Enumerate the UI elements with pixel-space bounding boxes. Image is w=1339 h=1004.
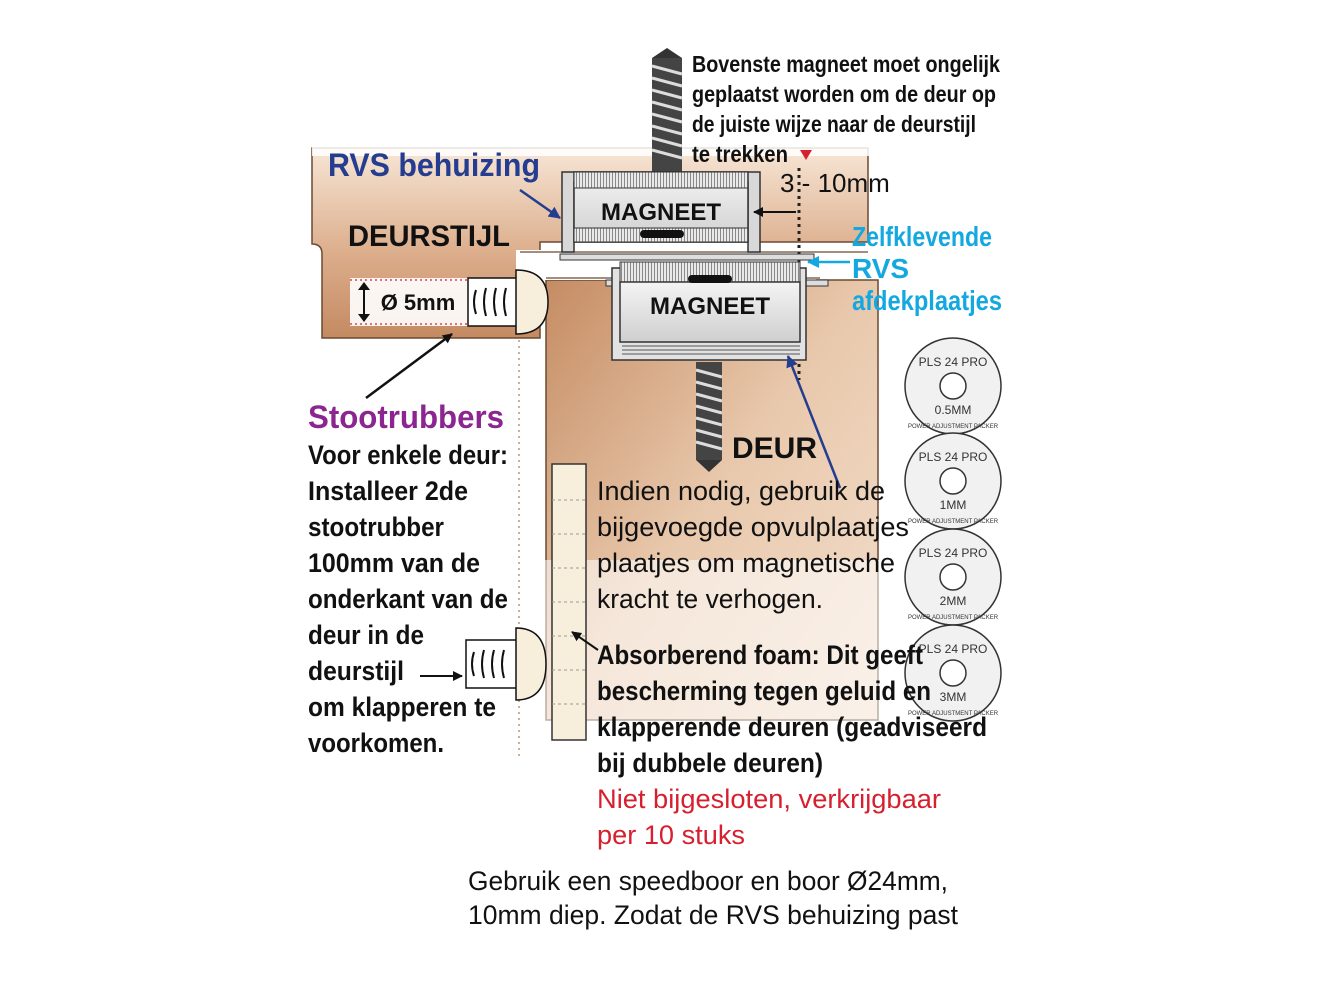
shim-3mm: PLS 24 PRO 3MM POWER ADJUSTMENT PACKER: [904, 624, 1002, 722]
magnet-bottom-label: MAGNEET: [650, 293, 770, 320]
svg-text:Niet bijgesloten, verkrijgbaar: Niet bijgesloten, verkrijgbaar: [597, 784, 941, 814]
svg-text:POWER ADJUSTMENT PACKER: POWER ADJUSTMENT PACKER: [908, 615, 999, 621]
svg-text:bescherming tegen geluid en: bescherming tegen geluid en: [597, 676, 931, 706]
svg-text:kracht te verhogen.: kracht te verhogen.: [597, 584, 823, 614]
rvs-housing-arrow: [519, 188, 561, 220]
shims-text: Indien nodig, gebruik de bijgevoegde opv…: [597, 476, 909, 614]
svg-text:PLS 24 PRO: PLS 24 PRO: [919, 546, 988, 560]
svg-text:2MM: 2MM: [940, 594, 967, 608]
cover-plates-label: Zelfklevende RVS afdekplaatjes: [852, 221, 1002, 316]
svg-text:Absorberend foam: Dit geeft: Absorberend foam: Dit geeft: [597, 640, 923, 670]
svg-text:3MM: 3MM: [940, 690, 967, 704]
foam-text: Absorberend foam: Dit geeft bescherming …: [597, 640, 987, 778]
absorbing-foam: [551, 463, 587, 741]
svg-text:Bovenste magneet moet ongelijk: Bovenste magneet moet ongelijk: [692, 51, 1000, 77]
svg-text:Voor enkele deur:: Voor enkele deur:: [308, 440, 508, 470]
svg-text:deur in de: deur in de: [308, 620, 424, 650]
svg-text:klapperende deuren (geadviseer: klapperende deuren (geadviseerd: [597, 712, 987, 742]
svg-text:1MM: 1MM: [940, 498, 967, 512]
diameter-label: Ø 5mm: [381, 290, 456, 315]
svg-text:geplaatst worden om de deur op: geplaatst worden om de deur op: [692, 81, 996, 107]
shims-arrow: [786, 355, 842, 489]
svg-text:onderkant van de: onderkant van de: [308, 584, 508, 614]
svg-text:de juiste wijze naar de deurst: de juiste wijze naar de deurstijl: [692, 111, 976, 137]
rvs-housing-label: RVS behuizing: [328, 147, 540, 183]
shim-stack: PLS 24 PRO 0.5MM POWER ADJUSTMENT PACKER…: [904, 337, 1002, 722]
svg-text:Installeer 2de: Installeer 2de: [308, 476, 468, 506]
red-marker: [800, 150, 812, 160]
bumpers-title: Stootrubbers: [308, 399, 504, 435]
frame-top-fade: [312, 140, 872, 156]
svg-text:PLS 24 PRO: PLS 24 PRO: [919, 642, 988, 656]
foam-note: Niet bijgesloten, verkrijgbaar per 10 st…: [597, 784, 941, 850]
svg-text:deurstijl: deurstijl: [308, 656, 404, 686]
bumpers-text: Voor enkele deur: Installeer 2de stootru…: [308, 440, 508, 758]
door-label: DEUR: [732, 432, 817, 465]
svg-text:voorkomen.: voorkomen.: [308, 728, 444, 758]
bottom-screw: [695, 362, 723, 472]
svg-text:POWER ADJUSTMENT PACKER: POWER ADJUSTMENT PACKER: [908, 711, 999, 717]
svg-text:POWER ADJUSTMENT PACKER: POWER ADJUSTMENT PACKER: [908, 424, 999, 430]
svg-text:om klapperen te: om klapperen te: [308, 692, 496, 722]
door-bottom-fade: [540, 560, 885, 730]
svg-text:stootrubber: stootrubber: [308, 512, 444, 542]
svg-text:PLS 24 PRO: PLS 24 PRO: [919, 450, 988, 464]
svg-text:RVS: RVS: [852, 253, 909, 284]
shim-2mm: PLS 24 PRO 2MM POWER ADJUSTMENT PACKER: [904, 528, 1002, 626]
door-frame-label: DEURSTIJL: [348, 220, 510, 253]
svg-text:per 10 stuks: per 10 stuks: [597, 820, 745, 850]
top-magnet: MAGNEET: [561, 171, 761, 253]
bumper-bottom: [465, 627, 547, 701]
svg-text:0.5MM: 0.5MM: [935, 403, 972, 417]
svg-text:10mm diep. Zodat de RVS behuiz: 10mm diep. Zodat de RVS behuizing past: [468, 900, 958, 930]
shim-1mm: PLS 24 PRO 1MM POWER ADJUSTMENT PACKER: [904, 432, 1002, 530]
svg-text:bij dubbele deuren): bij dubbele deuren): [597, 748, 823, 778]
bumper-title-arrow: [365, 332, 453, 400]
svg-text:Indien nodig, gebruik de: Indien nodig, gebruik de: [597, 476, 885, 506]
svg-text:POWER ADJUSTMENT PACKER: POWER ADJUSTMENT PACKER: [908, 519, 999, 525]
foam-arrow: [571, 631, 599, 651]
drill-text: Gebruik een speedboor en boor Ø24mm, 10m…: [468, 866, 958, 930]
svg-text:afdekplaatjes: afdekplaatjes: [852, 285, 1002, 316]
gap-range: 3 - 10mm: [780, 168, 890, 198]
svg-text:te trekken: te trekken: [692, 141, 788, 167]
svg-text:Gebruik een speedboor en boor: Gebruik een speedboor en boor Ø24mm,: [468, 866, 948, 896]
shim-0-5mm: PLS 24 PRO 0.5MM POWER ADJUSTMENT PACKER: [904, 337, 1002, 435]
svg-text:plaatjes om magnetische: plaatjes om magnetische: [597, 548, 895, 578]
magnet-top-label: MAGNEET: [601, 199, 721, 226]
svg-text:Zelfklevende: Zelfklevende: [852, 221, 992, 252]
top-note: Bovenste magneet moet ongelijk geplaatst…: [692, 51, 1000, 167]
svg-text:100mm van de: 100mm van de: [308, 548, 480, 578]
cover-plate-top: [559, 253, 815, 261]
svg-text:PLS 24 PRO: PLS 24 PRO: [919, 355, 988, 369]
svg-text:bijgevoegde opvulplaatjes: bijgevoegde opvulplaatjes: [597, 512, 909, 542]
bumper-top: Ø 5mm: [350, 269, 549, 335]
bottom-magnet: MAGNEET: [611, 261, 807, 361]
top-screw: [651, 48, 683, 173]
